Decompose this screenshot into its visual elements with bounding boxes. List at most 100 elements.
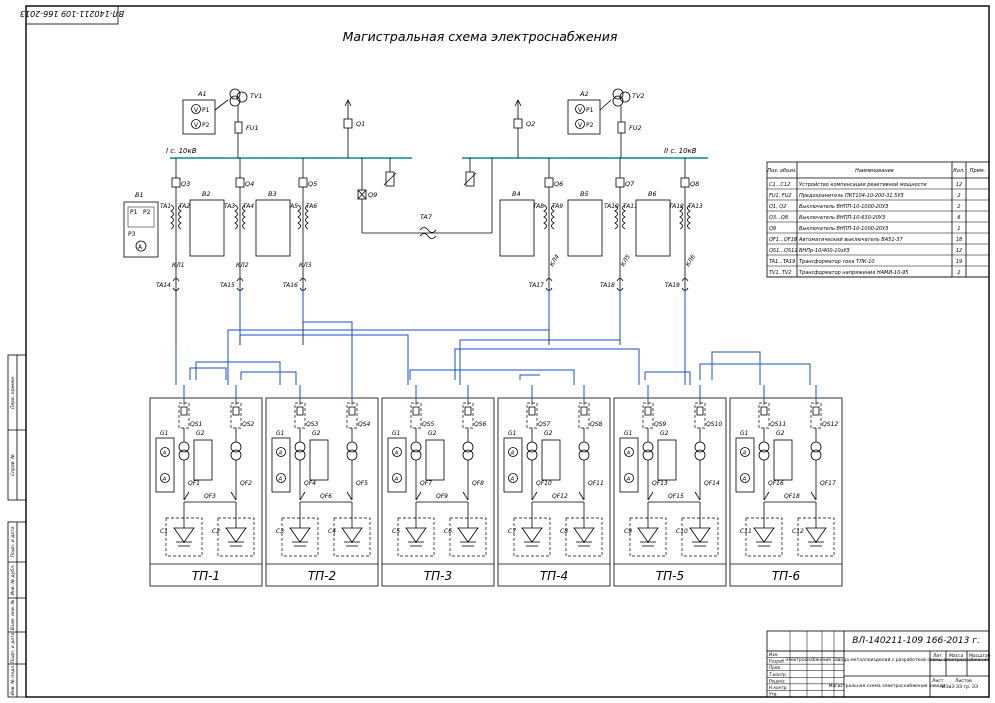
svg-text:P3: P3: [128, 231, 136, 238]
svg-text:P2: P2: [143, 209, 151, 216]
svg-text:V: V: [194, 107, 199, 114]
capacitor-label: C4: [328, 528, 336, 535]
ct-label: TA1: [160, 203, 171, 210]
qs-label: QS12: [822, 421, 838, 428]
qf-label: QF6: [320, 493, 332, 500]
g2-label: G2: [776, 430, 785, 437]
title-block: ВЛ-140211-109 166-2013 г. Электроснабжен…: [766, 630, 991, 698]
qf-label: QF1: [188, 480, 200, 487]
bus-label-left: I с. 10кВ: [166, 147, 197, 155]
qs-label: QS3: [306, 421, 319, 428]
ammeter-symbol: A: [742, 477, 747, 483]
margin-label: Взам. инв. №: [10, 599, 16, 630]
feeder-breaker-label: Q4: [245, 180, 254, 188]
cable-label: КЛ5: [620, 253, 632, 268]
spec-cell: C1...C12: [769, 182, 790, 188]
spec-cell: QS1...QS12: [769, 248, 798, 254]
spec-cell: 2: [957, 193, 960, 199]
stamp-row-label: Разраб.: [769, 659, 785, 664]
svg-text:Q2: Q2: [526, 120, 535, 128]
cable-ct-label: TA17: [529, 282, 544, 289]
ammeter-symbol: A: [742, 451, 747, 457]
ammeter-symbol: A: [278, 477, 283, 483]
switchgear-block-B2: [189, 199, 225, 257]
qf-label: QF9: [436, 493, 448, 500]
g1-label: G1: [392, 430, 400, 437]
svg-text:V: V: [578, 107, 583, 114]
g1-label: G1: [740, 430, 748, 437]
spec-cell: Q1, Q2: [769, 204, 786, 210]
cable-ct-label: TA19: [665, 282, 680, 289]
ct-label: TA10: [604, 203, 619, 210]
spec-cell: FU1, FU2: [769, 193, 792, 199]
margin-label: Перв. примен.: [10, 375, 16, 409]
margin-label: Подп. и дата: [10, 526, 16, 557]
svg-text:FU1: FU1: [246, 124, 259, 132]
svg-text:V: V: [578, 122, 583, 129]
svg-text:TA7: TA7: [420, 213, 433, 221]
spec-cell: Устройство компенсации реактивной мощнос…: [799, 182, 927, 188]
g1-label: G1: [276, 430, 284, 437]
spec-cell: Q9: [769, 226, 776, 232]
cable-ct-label: TA15: [220, 282, 235, 289]
qs-label: QS11: [770, 421, 786, 428]
sectional-breaker: Q9 TA7: [357, 158, 493, 239]
svg-text:P1: P1: [586, 107, 594, 114]
stamp-lit: Лит.: [933, 653, 943, 659]
feeder-breaker-label: Q5: [308, 180, 317, 188]
capacitor-label: C11: [740, 528, 752, 535]
block-label: B2: [202, 190, 211, 198]
stamp-sheet: Лист: [932, 678, 944, 684]
spec-cell: 18: [956, 237, 962, 243]
switchgear-block-B5: [567, 199, 603, 257]
stamp-scale: Масштаб: [969, 653, 991, 659]
spec-cell: 2: [957, 270, 960, 276]
g2-label: G2: [544, 430, 553, 437]
spec-cell: QF1...QF18: [769, 237, 797, 243]
spec-header: Наименование: [855, 168, 894, 174]
ct-label: TA3: [224, 203, 235, 210]
substation-1: ТП-1QS1QS2G1P1P2AAG2QF1QF2QF3C1C2: [149, 385, 263, 587]
spec-cell: 19: [956, 259, 962, 265]
spec-header: Поз. обозн.: [767, 168, 796, 174]
stamp-sheets: Листов: [955, 678, 972, 684]
svg-text:Q9: Q9: [368, 191, 377, 199]
qs-label: QS7: [538, 421, 551, 428]
spec-cell: 2: [957, 204, 960, 210]
svg-text:TV2: TV2: [632, 92, 645, 100]
spec-cell: TV1, TV2: [769, 270, 792, 276]
spec-cell: ВНПр-10/400-10зУЗ: [799, 248, 850, 254]
substation-5: ТП-5QS9QS10G1P1P2AAG2QF13QF14QF15C9C10: [613, 385, 727, 587]
svg-text:P2: P2: [586, 122, 594, 129]
spec-cell: Выключатель ВНПП-10-1000-20УЗ: [799, 204, 889, 210]
qf-label: QF5: [356, 480, 368, 487]
spec-cell: 6: [957, 215, 960, 221]
spec-cell: TA1...TA19: [769, 259, 795, 265]
ct-label: TA8: [533, 203, 544, 210]
g1-label: G1: [508, 430, 516, 437]
stamp-sheet-title: Магистральная схема электроснабжения зав…: [829, 683, 946, 689]
drawing-frame: [25, 5, 990, 698]
qs-label: QS9: [654, 421, 667, 428]
spec-header: Прим.: [970, 168, 986, 174]
stamp-mass: Масса: [949, 653, 964, 659]
stamp-org: ИЭиЭ ЭЭ гр. ЭЭ: [942, 684, 978, 690]
capacitor-label: C5: [392, 528, 400, 535]
switchgear-block-B4: [499, 199, 535, 257]
stamp-row-label: Утв.: [769, 692, 778, 697]
cable-routing: [175, 290, 811, 385]
capacitor-label: C8: [560, 528, 568, 535]
stamp-row-label: Н.контр.: [769, 685, 788, 690]
stamp-code: ВЛ-140211-109 166-2013 г.: [852, 636, 980, 646]
svg-text:A: A: [138, 244, 143, 251]
cable-ct-label: TA14: [156, 282, 171, 289]
spec-cell: 12: [956, 248, 962, 254]
diagram-title: Магистральная схема электроснабжения: [343, 29, 618, 44]
g2-label: G2: [312, 430, 321, 437]
qs-label: QS2: [242, 421, 255, 428]
left-margin-strips: [7, 354, 27, 698]
qf-label: QF12: [552, 493, 568, 500]
